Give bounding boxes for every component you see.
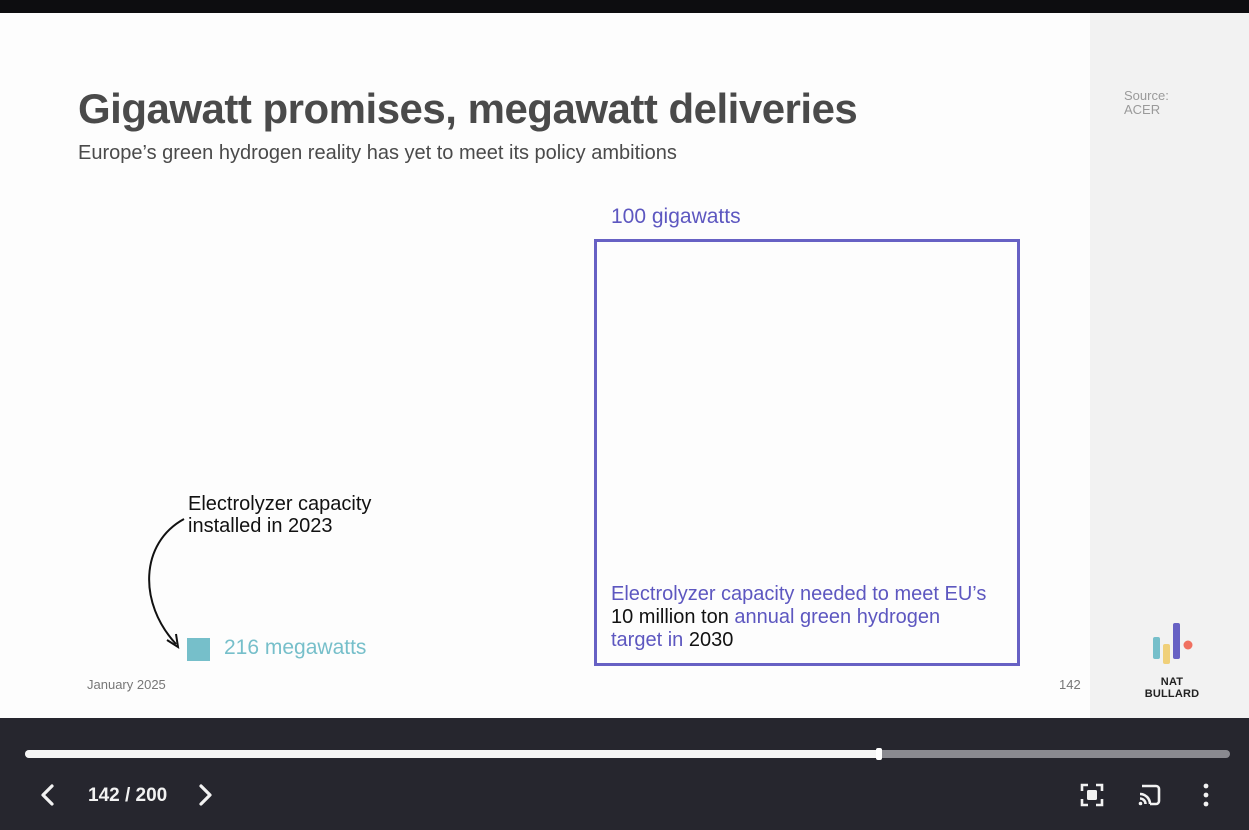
cast-icon [1138,784,1161,806]
curved-arrow-icon [148,518,185,650]
player-controls: 142 / 200 [0,718,1249,830]
target-caption-part4: 2030 [688,629,734,651]
target-caption-part3: annual green hydrogen target in [611,606,941,651]
target-value-label: 100 gigawatts [611,205,741,228]
footer-date: January 2025 [87,677,166,692]
target-caption: Electrolyzer capacity needed to meet EU’… [611,583,991,652]
top-bar [0,0,1249,13]
fullscreen-button[interactable] [1077,780,1107,810]
brand-name: NAT BULLARD [1144,676,1200,700]
slide-subtitle: Europe’s green hydrogen reality has yet … [78,142,677,164]
slide-title: Gigawatt promises, megawatt deliveries [78,85,858,132]
installed-annotation-line2: installed in 2023 [188,515,333,537]
slide: Gigawatt promises, megawatt deliveries E… [0,13,1249,718]
installed-capacity-square [187,638,210,661]
installed-annotation-line1: Electrolyzer capacity [188,493,372,515]
fullscreen-icon [1080,783,1104,807]
installed-value-label: 216 megawatts [224,636,367,659]
target-capacity-box [594,239,1020,666]
target-caption-part2: 10 million ton [611,606,729,628]
more-options-button[interactable] [1191,780,1221,810]
chevron-right-icon [199,784,212,806]
source-label: Source: [1124,88,1169,103]
source-note: Source: ACER [1124,89,1169,117]
target-caption-part1: Electrolyzer capacity needed to meet EU’… [611,583,987,605]
cast-button[interactable] [1134,780,1164,810]
more-vertical-icon [1203,783,1209,807]
progress-fill [25,750,879,758]
brand-logo-icon [1153,623,1193,664]
slide-page-number: 142 [1059,677,1081,692]
chevron-left-icon [41,784,54,806]
installed-annotation: Electrolyzer capacity installed in 2023 [188,493,371,537]
source-value: ACER [1124,102,1161,117]
next-slide-button[interactable] [190,780,220,810]
progress-bar[interactable] [25,748,1230,760]
previous-slide-button[interactable] [33,780,63,810]
slide-counter: 142 / 200 [88,785,168,806]
progress-handle[interactable] [876,748,882,760]
slide-side-panel [1090,13,1249,718]
